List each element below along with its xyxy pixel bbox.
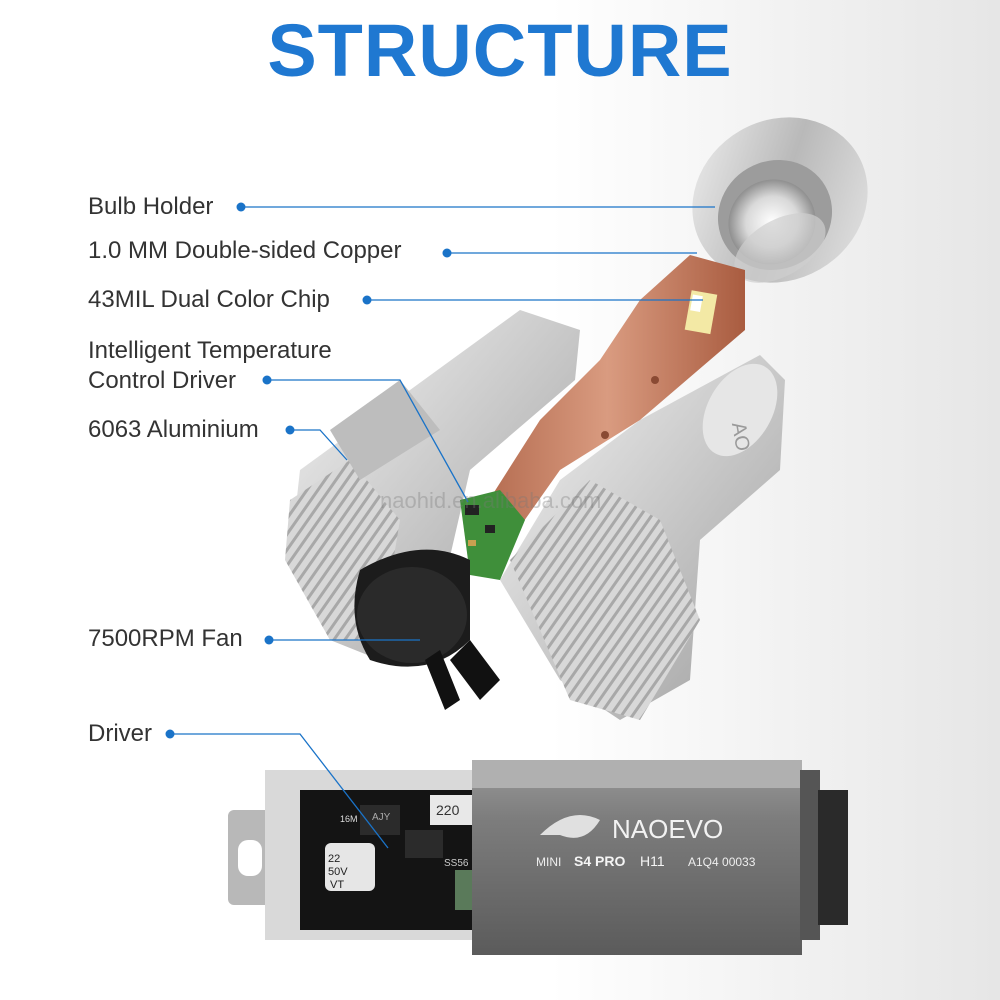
driver-box: 22 50V VT AJY 16M 220 SS56 NAOEVO MINI S… bbox=[228, 760, 848, 955]
dot-aluminium bbox=[285, 425, 295, 435]
label-driver-control-line1: Intelligent Temperature bbox=[88, 337, 332, 364]
model-size: H11 bbox=[640, 853, 665, 869]
cap-mark-3: VT bbox=[330, 879, 344, 891]
label-copper: 1.0 MM Double-sided Copper bbox=[88, 237, 402, 264]
label-fan: 7500RPM Fan bbox=[88, 625, 243, 652]
right-heatsink: AO bbox=[500, 355, 785, 720]
dot-copper bbox=[442, 248, 452, 258]
watermark: naohid.en.alibaba.com bbox=[380, 488, 602, 513]
cap-mark-2: 50V bbox=[328, 866, 348, 878]
label-chip: 43MIL Dual Color Chip bbox=[88, 286, 330, 313]
model-name: S4 PRO bbox=[574, 853, 625, 869]
chip-mark-1: AJY bbox=[372, 812, 391, 823]
page-title: STRUCTURE bbox=[267, 9, 733, 92]
housing-text: AO bbox=[727, 421, 754, 453]
fan bbox=[354, 549, 500, 710]
dot-chip bbox=[362, 295, 372, 305]
dot-bulb-holder bbox=[236, 202, 246, 212]
label-driver: Driver bbox=[88, 720, 152, 747]
green-pcb bbox=[460, 490, 525, 580]
label-driver-control: Intelligent Temperature Control Driver bbox=[88, 336, 332, 396]
serial-number: A1Q4 00033 bbox=[688, 855, 756, 869]
label-driver-control-line2: Control Driver bbox=[88, 367, 237, 394]
dot-driver bbox=[165, 729, 175, 739]
bulb-holder-ring bbox=[692, 117, 868, 283]
chip-mark-3: 220 bbox=[436, 802, 460, 818]
leader-driver-control bbox=[267, 379, 469, 503]
chip-mark-2: 16M bbox=[340, 814, 358, 824]
leader-aluminium bbox=[290, 429, 348, 461]
leader-lines bbox=[170, 206, 715, 849]
brand-name: NAOEVO bbox=[612, 814, 723, 844]
leader-dots bbox=[165, 202, 452, 739]
copper-board bbox=[470, 255, 745, 555]
dot-fan bbox=[264, 635, 274, 645]
dot-driver-control bbox=[262, 375, 272, 385]
label-aluminium: 6063 Aluminium bbox=[88, 416, 259, 443]
model-prefix: MINI bbox=[536, 855, 561, 869]
cap-mark-1: 22 bbox=[328, 853, 340, 865]
label-bulb-holder: Bulb Holder bbox=[88, 193, 214, 220]
leader-driver bbox=[170, 733, 389, 849]
chip-mark-4: SS56 bbox=[444, 858, 469, 869]
